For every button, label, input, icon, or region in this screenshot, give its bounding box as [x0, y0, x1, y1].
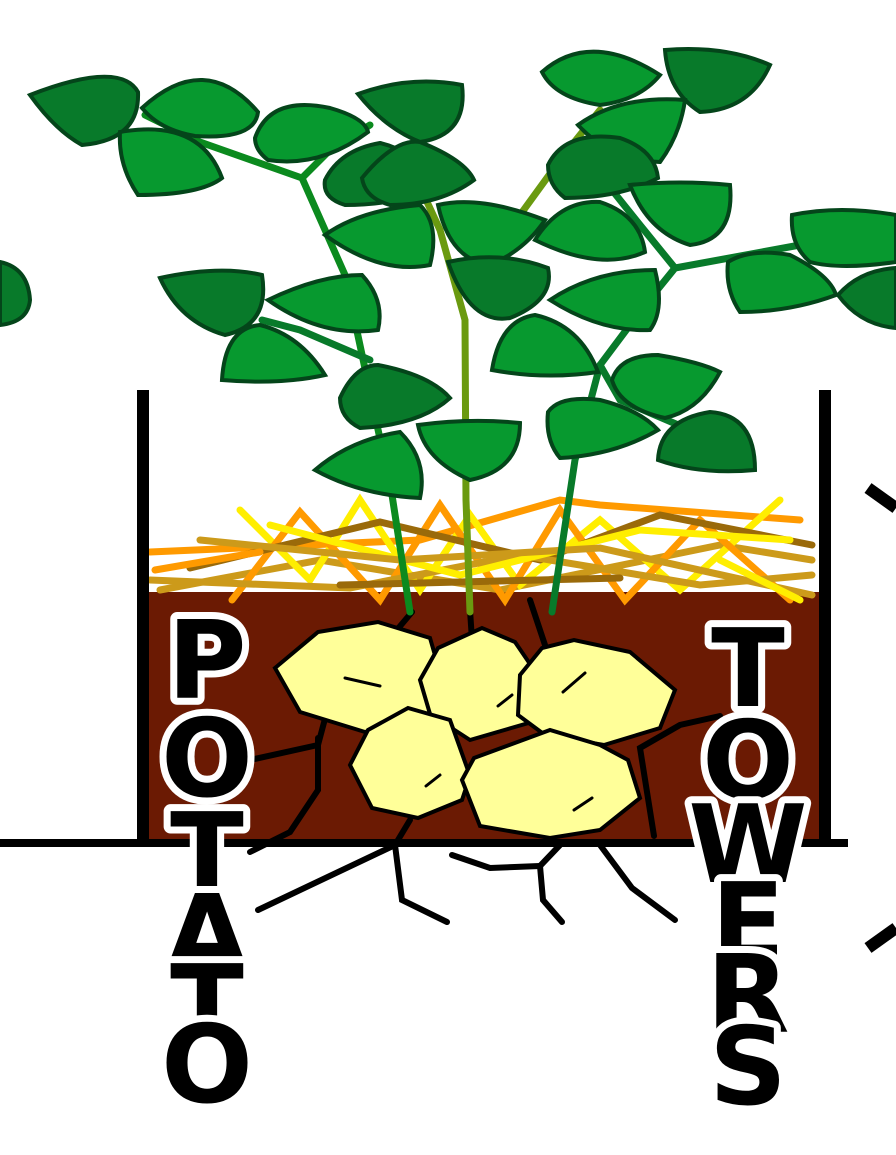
leaf-icon: [340, 365, 450, 428]
leaf-icon: [358, 82, 463, 142]
leaf-icon: [792, 210, 896, 266]
leaf-icon: [838, 268, 896, 328]
leaf-icon: [120, 129, 222, 195]
title-left-letter-6: O: [161, 1003, 253, 1128]
title-right-letter-6: S: [709, 1005, 787, 1130]
leaf-icon: [0, 262, 30, 325]
straw-mulch: [150, 500, 812, 600]
leaf-icon: [160, 271, 263, 335]
edge-marks: [868, 488, 896, 948]
leaf-icon: [542, 52, 660, 105]
leaf-icon: [550, 270, 659, 330]
leaf-icon: [418, 421, 520, 480]
leaf-icon: [315, 432, 422, 498]
leaf-icon: [325, 205, 433, 267]
leaves: [0, 49, 896, 498]
leaf-icon: [492, 315, 598, 376]
title-potato: P O T A T O: [161, 599, 253, 1128]
